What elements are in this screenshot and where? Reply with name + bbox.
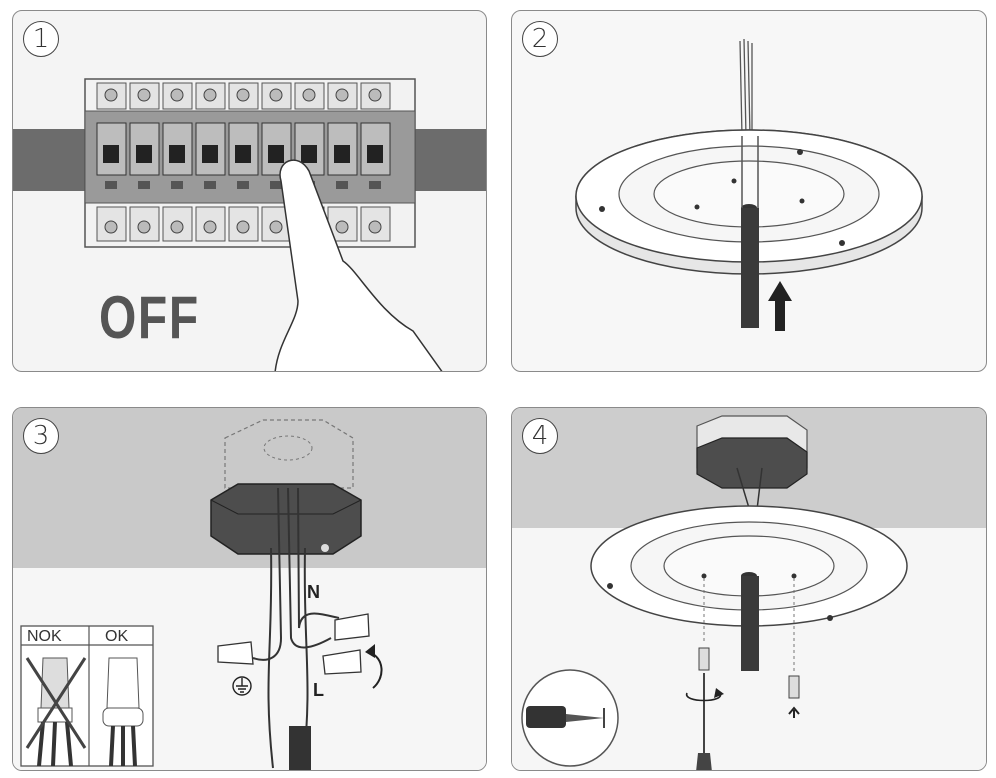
off-label: OFF bbox=[99, 284, 200, 351]
step-1-panel: 1 OFF bbox=[12, 10, 487, 372]
screw-left bbox=[698, 647, 710, 671]
junction-box bbox=[210, 483, 362, 555]
neutral-label: N bbox=[307, 582, 320, 602]
live-label: L bbox=[313, 680, 324, 700]
ok-label: OK bbox=[105, 628, 128, 645]
base-plate-illustration bbox=[575, 38, 923, 331]
ok-connector bbox=[102, 657, 144, 767]
wiring-illustration: N L NOK OK bbox=[13, 408, 486, 770]
step-4-number: 4 bbox=[522, 418, 558, 454]
step-2-number: 2 bbox=[522, 21, 558, 57]
nok-label: NOK bbox=[27, 628, 62, 645]
earth-ground-icon bbox=[232, 676, 252, 696]
breaker-modules bbox=[96, 82, 391, 242]
step-3-panel: 3 N L bbox=[12, 407, 487, 771]
wire-connectors bbox=[217, 613, 370, 675]
mounting-holes bbox=[599, 149, 845, 246]
mounting-illustration bbox=[512, 408, 986, 770]
hand-pressing-switch bbox=[274, 159, 443, 371]
screw-right bbox=[788, 675, 800, 699]
up-arrow-icon bbox=[768, 281, 792, 331]
nok-connector bbox=[25, 657, 87, 767]
small-up-arrow-icon bbox=[788, 706, 800, 718]
cable bbox=[741, 208, 759, 328]
step-4-panel: 4 bbox=[511, 407, 987, 771]
junction-box-4 bbox=[696, 437, 808, 489]
step-1-number: 1 bbox=[23, 21, 59, 57]
supply-wires bbox=[739, 38, 753, 137]
step-3-number: 3 bbox=[23, 418, 59, 454]
step-2-panel: 2 bbox=[511, 10, 987, 372]
breaker-switch-illustration bbox=[13, 78, 486, 371]
